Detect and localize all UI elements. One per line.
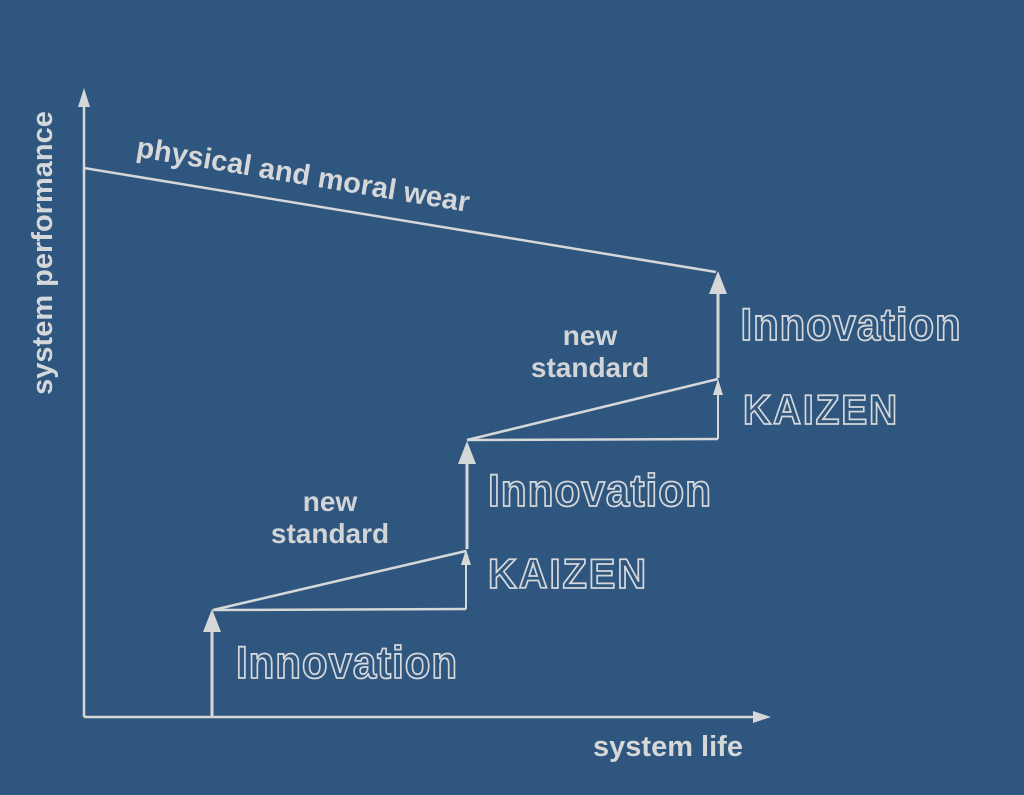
- innovation-label-3: Innovation: [741, 299, 962, 350]
- x-axis-label: system life: [593, 731, 743, 763]
- new-standard-baseline-1: [212, 607, 467, 612]
- y-axis-label: system performance: [27, 111, 59, 395]
- new-standard-label-1-line1: new: [303, 486, 358, 517]
- new-standard-baseline-2: [466, 437, 719, 442]
- wear-decline-line: [83, 166, 717, 274]
- wear-line-label-text: physical and moral wear: [134, 132, 472, 219]
- kaizen-gain-arrow-2-head-icon: [713, 379, 723, 395]
- kaizen-slope-2: [466, 377, 719, 442]
- kaizen-label-2: KAIZEN: [743, 386, 899, 433]
- x-axis-arrowhead-icon: [753, 711, 771, 723]
- y-axis-arrowhead-icon: [78, 88, 90, 107]
- innovation-label-2: Innovation: [488, 465, 712, 516]
- innovation-arrow-1-head-icon: [203, 609, 221, 632]
- kaizen-slope-1: [212, 549, 467, 612]
- innovation-arrow-2-head-icon: [458, 441, 476, 464]
- new-standard-label-2-line1: new: [563, 320, 618, 351]
- innovation-arrow-3-head-icon: [709, 271, 727, 294]
- new-standard-label-1-line2: standard: [271, 518, 389, 549]
- new-standard-label-2-line2: standard: [531, 352, 649, 383]
- kaizen-gain-arrow-1-head-icon: [461, 549, 471, 565]
- wear-line-label: physical and moral wear: [134, 132, 472, 219]
- innovation-label-1: Innovation: [236, 637, 458, 688]
- kaizen-label-1: KAIZEN: [488, 550, 648, 597]
